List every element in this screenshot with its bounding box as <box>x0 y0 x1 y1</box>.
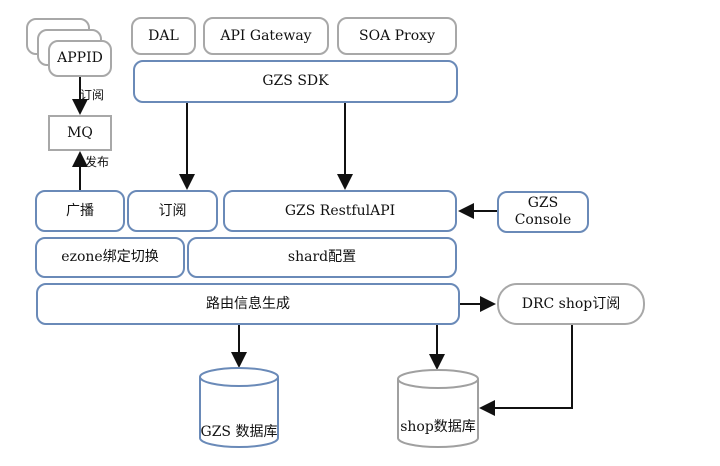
gzs-database-label: GZS 数据库 <box>200 424 278 440</box>
shop-database-cylinder <box>397 369 479 448</box>
dal-box: DAL <box>131 17 196 55</box>
mq-box: MQ <box>48 115 112 151</box>
subscribe-box: 订阅 <box>127 190 218 232</box>
api-gateway-box: API Gateway <box>203 17 329 55</box>
gzs-database-cylinder <box>199 367 279 448</box>
gzs-console-box: GZS Console <box>497 191 589 233</box>
soa-proxy-box: SOA Proxy <box>337 17 457 55</box>
edge-label-subscribe: 订阅 <box>80 88 105 102</box>
gzs-sdk-box: GZS SDK <box>133 60 458 103</box>
ezone-binding-switch-box: ezone绑定切换 <box>35 237 185 278</box>
appid-box: APPID <box>48 40 112 77</box>
routing-info-generation-box: 路由信息生成 <box>36 283 460 325</box>
console-line-2: Console <box>514 212 572 228</box>
edge-label-publish: 发布 <box>85 155 110 169</box>
shard-config-box: shard配置 <box>187 237 457 278</box>
drc-shop-subscribe-box: DRC shop订阅 <box>497 283 645 325</box>
arrow-drc-to-shop-db <box>479 325 573 416</box>
shop-database-label: shop数据库 <box>400 419 476 435</box>
broadcast-box: 广播 <box>35 190 125 232</box>
console-line-1: GZS <box>527 195 559 211</box>
gzs-restful-api-box: GZS RestfulAPI <box>223 190 457 232</box>
